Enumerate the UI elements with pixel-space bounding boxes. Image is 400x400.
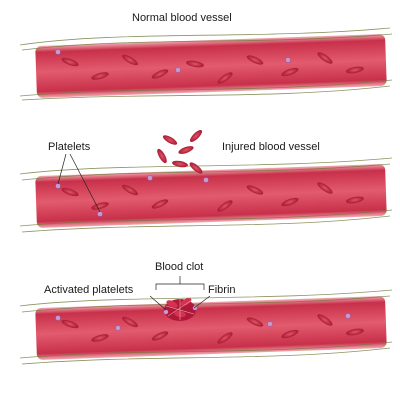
fibrin-label: Fibrin xyxy=(208,284,236,296)
vessel-wall xyxy=(35,34,387,98)
blood-clot-mass xyxy=(163,298,198,321)
injured-vessel xyxy=(19,129,393,233)
vessel-wall xyxy=(35,164,387,228)
blood-clot-label: Blood clot xyxy=(155,261,204,273)
platelets-pointer-lines xyxy=(57,153,101,213)
platelets xyxy=(55,175,209,217)
red-cells xyxy=(61,314,364,344)
normal-vessel-title: Normal blood vessel xyxy=(132,12,232,24)
red-cells xyxy=(61,52,364,84)
platelets-label: Platelets xyxy=(48,141,91,153)
platelets xyxy=(55,313,351,331)
activated-platelets-label: Activated platelets xyxy=(44,284,134,296)
escaping-red-cells xyxy=(157,129,203,174)
fibrin-strands xyxy=(19,289,393,365)
clot-pointer-lines xyxy=(149,276,211,311)
platelets xyxy=(55,49,291,73)
injured-vessel-title: Injured blood vessel xyxy=(222,141,320,153)
fibrin-strands xyxy=(19,27,393,101)
clotted-vessel xyxy=(19,276,393,365)
normal-vessel xyxy=(19,27,393,101)
vessel-wall xyxy=(35,296,387,360)
red-cells xyxy=(61,182,364,212)
